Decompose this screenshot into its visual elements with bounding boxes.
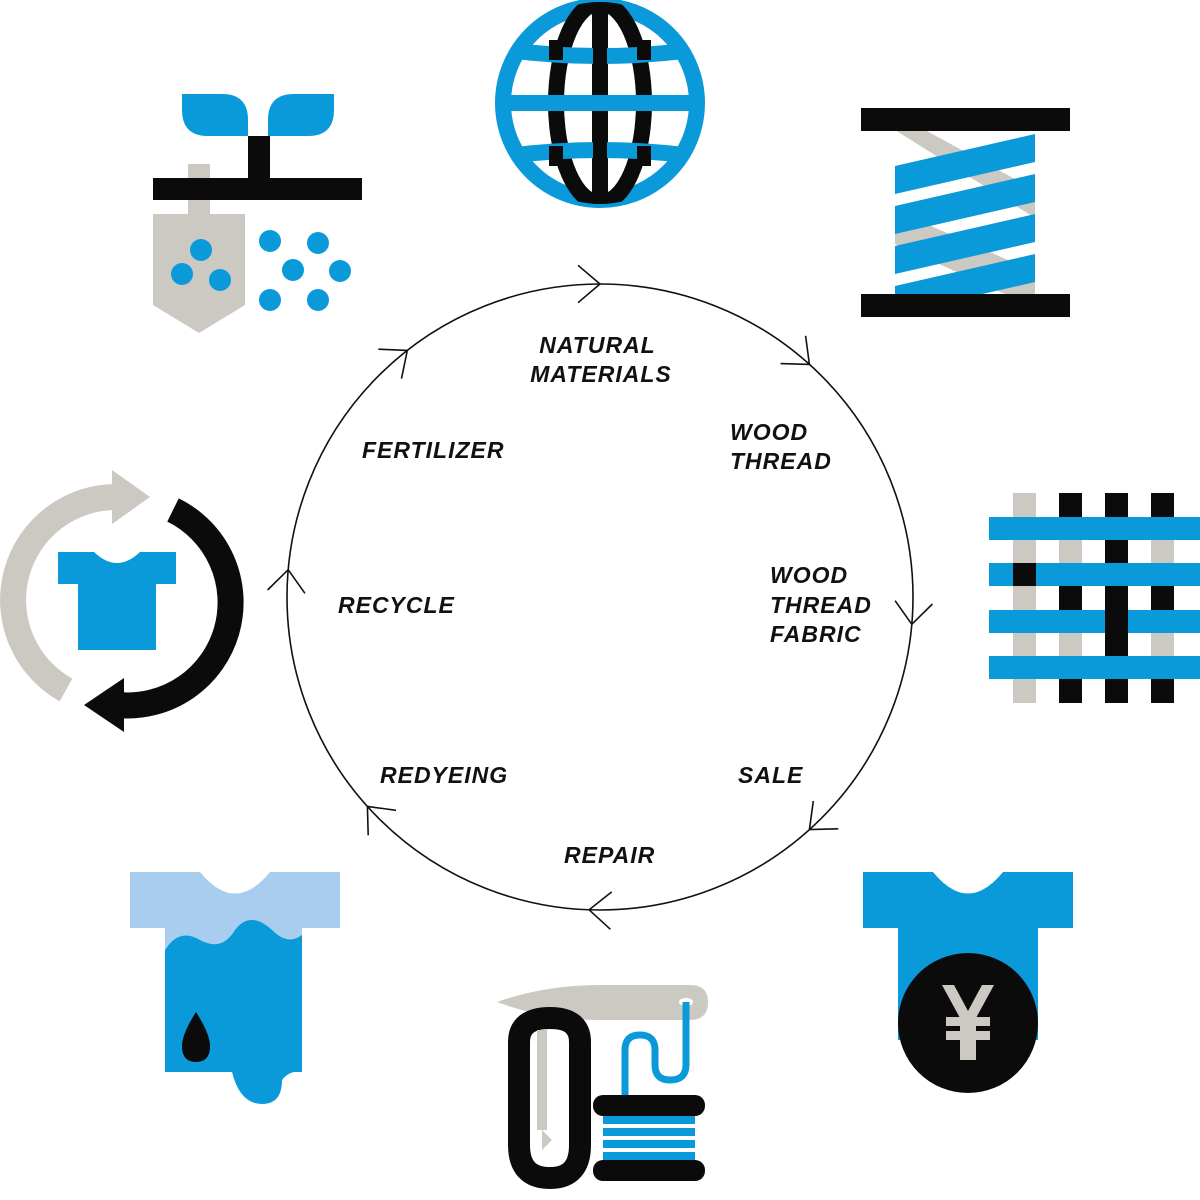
cycle-arrow-1 <box>780 335 811 366</box>
sewing-needle-icon <box>497 985 708 1190</box>
label-repair: REPAIR <box>564 842 655 868</box>
sprout-shovel-icon <box>153 94 362 333</box>
cycle-arrow-0 <box>577 264 602 304</box>
cycle-arrow-4 <box>587 891 613 930</box>
yen-symbol <box>942 985 994 1060</box>
label-sale: SALE <box>738 762 803 788</box>
cycle-arrow-3 <box>808 800 839 831</box>
label-natural-materials: NATURAL MATERIALS <box>530 332 671 387</box>
label-fertilizer: FERTILIZER <box>362 437 504 463</box>
dyed-tshirt-icon <box>130 872 340 1104</box>
cycle-arrow-5 <box>366 805 397 836</box>
label-wood-thread-fabric: WOOD THREAD FABRIC <box>770 562 879 647</box>
stage-labels: NATURAL MATERIALS WOOD THREAD WOOD THREA… <box>338 332 879 868</box>
cycle-arrow-2 <box>894 600 933 626</box>
label-redyeing: REDYEING <box>380 762 508 788</box>
label-recycle: RECYCLE <box>338 592 455 618</box>
cycle-ring <box>267 264 933 930</box>
woven-fabric-icon <box>989 493 1200 703</box>
label-wood-thread: WOOD THREAD <box>730 419 832 474</box>
thread-spool-icon <box>861 108 1070 317</box>
globe-icon <box>495 0 705 208</box>
tshirt-yen-icon <box>863 872 1073 1093</box>
recycle-tshirt-icon <box>0 470 244 732</box>
cycle-arrows <box>267 264 933 930</box>
cycle-arrow-6 <box>267 568 306 594</box>
cycle-arrow-7 <box>378 348 409 379</box>
